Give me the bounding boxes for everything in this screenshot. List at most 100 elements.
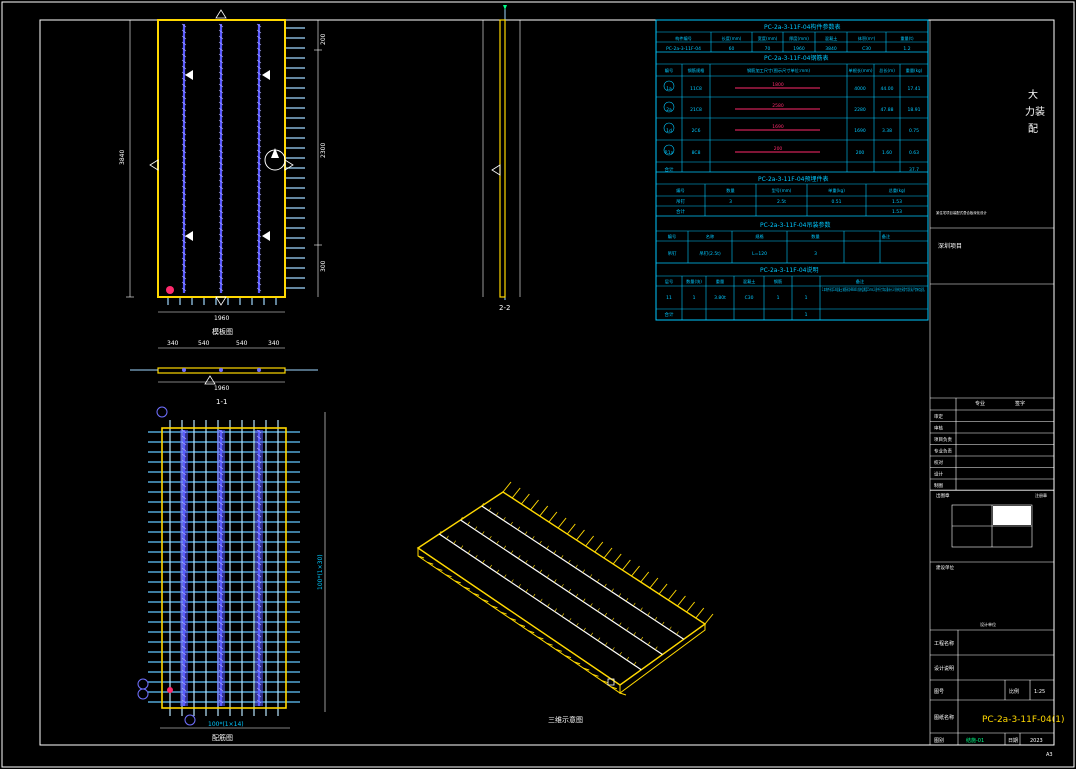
t5-note: 1.本构件采用C30混凝土,钢筋采用HRB400,保护层厚度15mm;2.图中尺…: [822, 286, 926, 293]
t3-cell: 2.5t: [777, 199, 786, 205]
t5-cell: 11: [666, 295, 672, 301]
section-dim-1: 340: [167, 340, 179, 347]
t4-title: PC-2a-3-11F-04吊装参数: [760, 221, 831, 229]
title-block: [929, 20, 1054, 745]
t2-cell: 17.41: [908, 86, 921, 92]
t5-header-cell: 层号: [665, 279, 673, 285]
t4-header-cell: 名称: [706, 233, 714, 240]
rebar-tag-1a: [156, 406, 168, 418]
t4-cell: 3: [814, 251, 817, 257]
t1-cell: 70: [765, 46, 771, 52]
t2-cell: 1690: [854, 128, 866, 134]
t3-header-cell: 编号: [676, 187, 684, 194]
t1-cell: C30: [862, 46, 871, 52]
company-text-1: 大: [1028, 88, 1038, 101]
date-value: 2023: [1030, 738, 1043, 744]
top-view-title: 模板图: [212, 327, 233, 336]
t2-header-cell: 钢筋加工尺寸(图示尺寸单位:mm): [747, 67, 810, 74]
t2-cell: 37.7: [909, 167, 919, 173]
rebar-dim-bottom: 100*(1×14): [208, 721, 244, 728]
t4-header-cell: 数量: [811, 233, 819, 240]
t4-header-cell: 规格: [755, 233, 764, 240]
t2-cell: 2a: [666, 107, 672, 113]
t3-cell: 合计: [676, 208, 685, 215]
t5-cell: 1: [805, 312, 808, 318]
project-label: 深圳项目: [938, 242, 962, 250]
lattice-girders: [181, 23, 262, 293]
project-header: 某住宅项目装配式叠合板深化设计: [936, 210, 987, 215]
review-header-1: 专业: [975, 400, 985, 407]
section-2-2-label: 2-2: [499, 304, 510, 312]
company-text-3: 配: [1028, 123, 1038, 135]
t5-cell: 1: [693, 295, 696, 301]
sheet-inner-border: [39, 19, 1055, 746]
review-header-2: 签字: [1015, 400, 1025, 407]
t2-cell: 1800: [772, 82, 784, 88]
t5-header-cell: 混凝土: [743, 278, 756, 285]
lifting-point-marker: [185, 231, 193, 241]
t2-cell: 1d: [666, 128, 672, 134]
sheet-label: 图别: [934, 737, 944, 744]
title-role-label: 审定: [934, 413, 943, 420]
t2-cell: R1a: [665, 150, 674, 156]
version-label: 结施-01: [966, 737, 984, 744]
lifting-point-marker: [262, 70, 270, 80]
drawing-no-label: 图号: [934, 689, 944, 695]
top-view: [126, 9, 322, 313]
t2-cell: 47.88: [881, 107, 894, 113]
t3-cell: 1.53: [892, 199, 902, 205]
rebar-tag-2a: [137, 688, 149, 700]
t2-cell: 200: [774, 146, 783, 152]
t2-cell: 0.75: [909, 128, 919, 134]
t2-cell: 2280: [854, 107, 866, 113]
t2-cell: 200: [856, 150, 865, 156]
t5-cell: 3.80t: [714, 295, 726, 301]
t3-header-cell: 单重(kg): [828, 187, 845, 194]
t4-header-cell: 备注: [882, 233, 891, 240]
project-name-label: 工程名称: [934, 640, 954, 647]
section-dim-2: 540: [198, 340, 210, 347]
sheet-code: PC-2a-3-11F-04(1): [982, 715, 1065, 725]
t3-cell: 0.51: [831, 199, 841, 205]
t2-cell: 44.00: [881, 86, 894, 92]
t5-header-cell: 钢筋: [774, 278, 782, 285]
t2-cell: 8C8: [692, 150, 701, 156]
t2-cell: 4000: [854, 86, 866, 92]
t5-header-cell: 重量: [716, 278, 724, 285]
t2-header-cell: 编号: [665, 67, 673, 74]
iso-view-title: 三维示意图: [548, 715, 583, 724]
t3-cell: 3: [729, 199, 732, 205]
rebar-view-title: 配筋图: [212, 733, 233, 742]
dim-height-bottom-part: 300: [320, 260, 327, 272]
rebar-tag: [663, 80, 675, 92]
stamp-label-right: 注册章: [1035, 492, 1047, 498]
t2-cell: 2C6: [692, 128, 701, 134]
t2-cell: 0.63: [909, 150, 919, 156]
section-dim-total: 1960: [214, 385, 229, 392]
rebar-tag: [663, 144, 675, 156]
title-role-label: 专业负责: [934, 448, 952, 455]
t5-cell: C30: [745, 295, 754, 301]
t1-header-cell: 宽度(mm): [758, 35, 778, 42]
lifting-point-marker: [185, 70, 193, 80]
t2-header-cell: 钢筋规格: [688, 67, 706, 74]
dim-height-top-part: 200: [320, 33, 327, 45]
t3-cell: 1.53: [892, 209, 902, 215]
stamp-label: 出图章: [936, 492, 950, 499]
t2-cell: 1.60: [882, 150, 892, 156]
t2-cell: 2580: [772, 103, 784, 109]
drawing-name-label: 图纸名称: [934, 714, 954, 721]
scale-value: 1:25: [1034, 689, 1045, 695]
title-role-label: 制图: [934, 482, 943, 489]
t3-header-cell: 型号(mm): [772, 187, 792, 194]
t1-header-cell: 混凝土: [825, 35, 838, 42]
t1-cell: 1.2: [903, 46, 910, 52]
section-2-2: [482, 5, 521, 300]
dim-height-right: 2300: [320, 143, 327, 158]
t2-cell: 11C8: [690, 86, 702, 92]
rebar-view: [137, 406, 326, 729]
date-label: 日期: [1008, 738, 1018, 744]
t2-header-cell: 单根长(mm): [849, 67, 873, 74]
section-dim-3: 540: [236, 340, 248, 347]
t5-title: PC-2a-3-11F-04说明: [760, 266, 819, 274]
